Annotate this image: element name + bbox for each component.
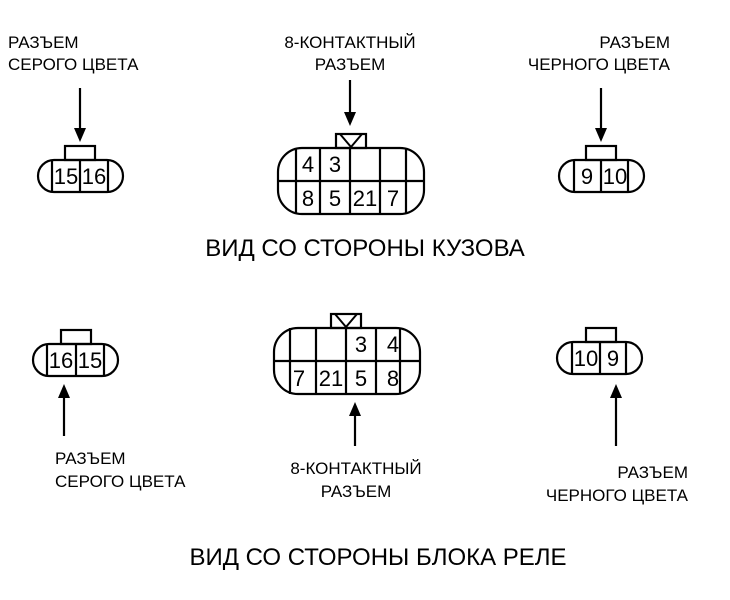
gray-connector-label-line1: РАЗЪЕМ bbox=[55, 449, 126, 468]
eight-pin-top-pin: 4 bbox=[302, 152, 314, 177]
eight-pin-connector-label-line1: 8-КОНТАКТНЫЙ bbox=[284, 33, 415, 52]
eight-pin-top-pin: 3 bbox=[329, 152, 341, 177]
eight-pin-connector-body bbox=[276, 132, 426, 216]
gray-connector-arrow-relay bbox=[58, 384, 70, 436]
black-connector-label-line1: РАЗЪЕМ bbox=[617, 463, 688, 482]
gray-connector-arrow bbox=[74, 88, 86, 142]
gray-connector-body bbox=[36, 144, 125, 194]
gray-pin: 16 bbox=[82, 164, 106, 189]
black-pin: 10 bbox=[603, 164, 627, 189]
black-connector-arrow bbox=[595, 88, 607, 142]
black-connector-body bbox=[557, 144, 646, 194]
eight-pin-bottom-pin: 5 bbox=[355, 366, 367, 391]
black-connector-label-line2: ЧЕРНОГО ЦВЕТА bbox=[528, 55, 671, 74]
eight-pin-connector-body-relay bbox=[272, 312, 422, 396]
eight-pin-connector-label-line1: 8-КОНТАКТНЫЙ bbox=[290, 459, 421, 478]
eight-pin-connector-arrow-relay bbox=[349, 402, 361, 446]
gray-connector-label-line2: СЕРОГО ЦВЕТА bbox=[55, 472, 186, 491]
black-pin: 9 bbox=[607, 346, 619, 371]
black-connector-arrow-relay bbox=[610, 384, 622, 446]
eight-pin-bottom-pin: 8 bbox=[302, 186, 314, 211]
gray-connector-label-line1: РАЗЪЕМ bbox=[8, 33, 79, 52]
eight-pin-bottom-pin: 8 bbox=[387, 366, 399, 391]
eight-pin-bottom-pin: 21 bbox=[353, 186, 377, 211]
black-connector-body-relay bbox=[555, 326, 644, 376]
gray-connector-body-relay bbox=[31, 328, 120, 378]
relay-view-caption: ВИД СО СТОРОНЫ БЛОКА РЕЛЕ bbox=[189, 544, 566, 571]
black-pin: 9 bbox=[581, 164, 593, 189]
gray-pin: 16 bbox=[49, 348, 73, 373]
body-view-caption: ВИД СО СТОРОНЫ КУЗОВА bbox=[205, 235, 525, 262]
black-connector-label-line1: РАЗЪЕМ bbox=[599, 33, 670, 52]
eight-pin-connector-label-line2: РАЗЪЕМ bbox=[315, 55, 386, 74]
eight-pin-bottom-pin: 7 bbox=[293, 366, 305, 391]
eight-pin-connector-arrow bbox=[344, 80, 356, 126]
black-pin: 10 bbox=[574, 346, 598, 371]
eight-pin-top-pin: 3 bbox=[355, 332, 367, 357]
gray-connector-label-line2: СЕРОГО ЦВЕТА bbox=[8, 55, 139, 74]
eight-pin-bottom-pin: 21 bbox=[319, 366, 343, 391]
gray-pin: 15 bbox=[54, 164, 78, 189]
eight-pin-bottom-pin: 7 bbox=[387, 186, 399, 211]
gray-pin: 15 bbox=[78, 348, 102, 373]
eight-pin-bottom-pin: 5 bbox=[329, 186, 341, 211]
eight-pin-top-pin: 4 bbox=[387, 332, 399, 357]
black-connector-label-line2: ЧЕРНОГО ЦВЕТА bbox=[546, 486, 689, 505]
eight-pin-connector-label-line2: РАЗЪЕМ bbox=[321, 482, 392, 501]
